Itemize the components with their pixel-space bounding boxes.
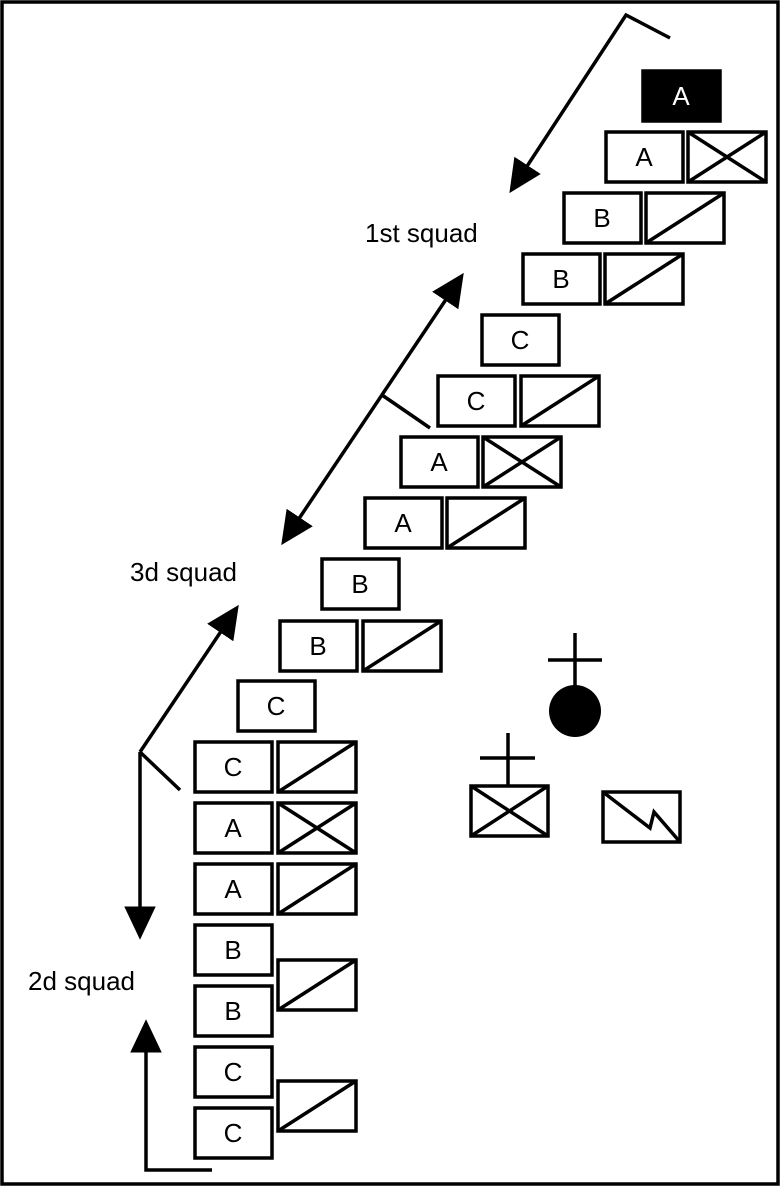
first-squad-label: 1st squad [365,218,478,248]
weapon-symbol [276,862,358,916]
weapon-symbol-shared-c [276,1079,358,1133]
row-5: C [436,374,601,428]
leader-box: A [641,69,722,123]
team-label: B [224,935,241,965]
team-label: B [224,996,241,1026]
row-4: C [480,313,561,367]
weapon-symbol [445,496,527,550]
infantry-symbol [481,435,563,489]
weapon-symbol [361,619,443,673]
team-label: C [267,691,286,721]
weapon-symbol [603,252,685,306]
row-10: C [236,679,317,733]
row-17: C [193,1106,274,1160]
leader-label: A [672,81,690,111]
row-16: C [193,1045,274,1099]
platoon-leader-icon [548,633,602,737]
team-label: A [224,813,242,843]
third-squad-label: 3d squad [130,557,237,587]
headquarters-infantry-icon [469,733,550,838]
team-label: A [394,508,412,538]
infantry-symbol [686,130,768,184]
row-15: B [193,984,274,1038]
first-squad-arrow [509,12,671,194]
row-8: B [320,557,401,611]
team-label: B [309,631,326,661]
second-squad-lower-arrow [130,1019,212,1172]
team-label: A [224,874,242,904]
weapon-symbol-shared-b [276,958,358,1012]
weapon-symbol [644,191,726,245]
team-label: C [224,752,243,782]
radio-operator-icon [601,790,682,844]
team-label: A [635,142,653,172]
row-14: B [193,923,274,977]
second-squad-upper-arrow [124,604,239,940]
infantry-symbol [276,801,358,855]
row-6: A [399,435,563,489]
third-squad-arrow [281,272,464,546]
row-3: B [521,252,685,306]
row-11: C [193,740,358,794]
row-9: B [278,619,443,673]
row-2: B [562,191,726,245]
weapon-symbol [276,740,358,794]
team-label: C [511,325,530,355]
team-label: C [467,386,486,416]
weapon-symbol [519,374,601,428]
team-label: C [224,1118,243,1148]
team-label: B [593,203,610,233]
row-7: A [363,496,527,550]
team-label: A [430,447,448,477]
team-label: C [224,1057,243,1087]
team-label: B [552,264,569,294]
team-label: B [351,569,368,599]
row-13: A [193,862,358,916]
second-squad-label: 2d squad [28,966,135,996]
row-12: A [193,801,358,855]
row-1: A [604,130,768,184]
